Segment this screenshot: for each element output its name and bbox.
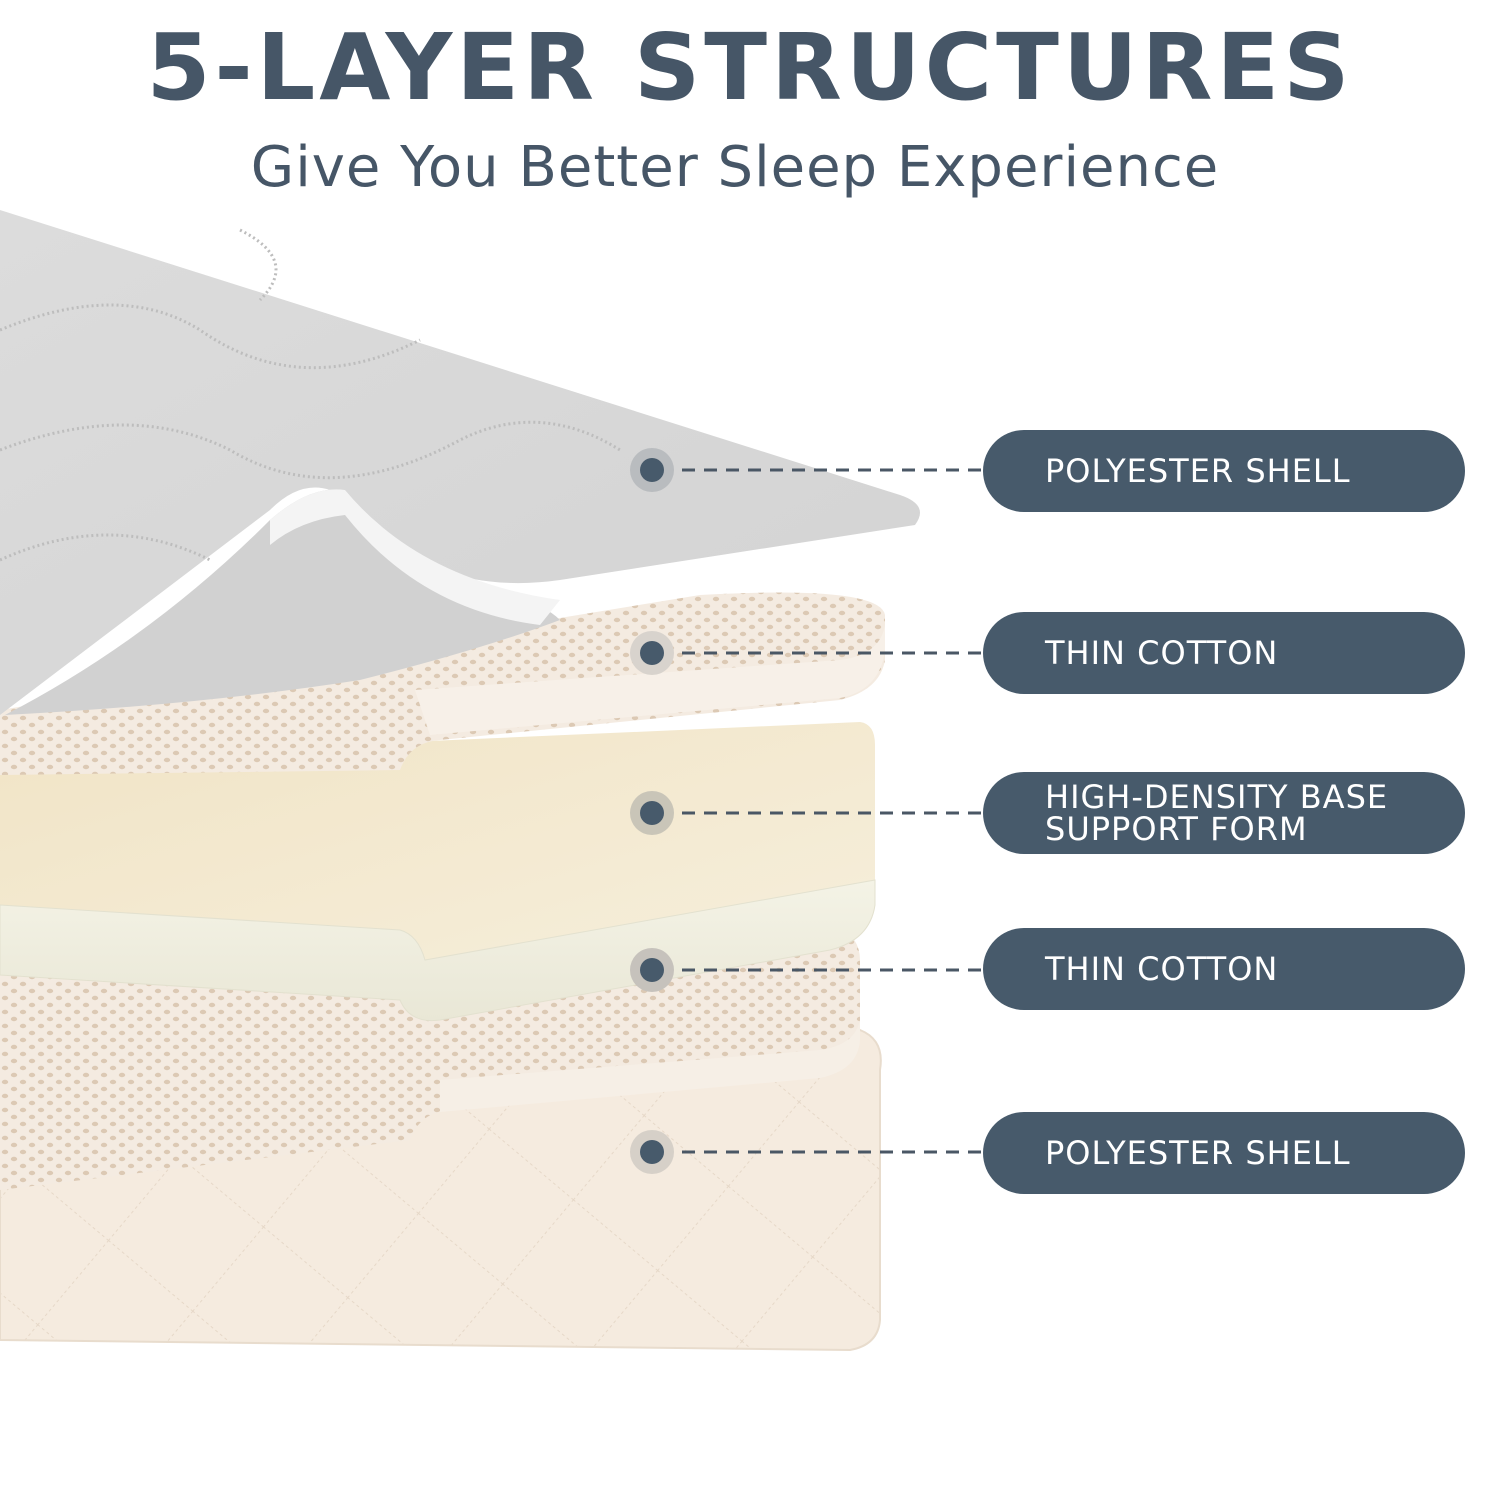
label-thin-cotton-upper: THIN COTTON: [983, 612, 1465, 694]
label-high-density-base: HIGH-DENSITY BASE SUPPORT FORM: [983, 772, 1465, 854]
marker-dots: [630, 448, 674, 1174]
marker-dot: [630, 948, 674, 992]
label-text: THIN COTTON: [1045, 634, 1279, 672]
marker-dot: [630, 1130, 674, 1174]
label-text-line2: SUPPORT FORM: [1045, 810, 1308, 848]
marker-dot: [630, 448, 674, 492]
layer-high-density-foam: [0, 722, 876, 1022]
label-text-line1: HIGH-DENSITY BASE: [1045, 778, 1389, 816]
label-thin-cotton-lower: THIN COTTON: [983, 928, 1465, 1010]
marker-dot: [630, 791, 674, 835]
page-subtitle: Give You Better Sleep Experience: [250, 135, 1220, 200]
marker-dot: [630, 631, 674, 675]
label-text: THIN COTTON: [1045, 950, 1279, 988]
label-text: POLYESTER SHELL: [1045, 1134, 1351, 1172]
label-text: POLYESTER SHELL: [1045, 452, 1351, 490]
page-title: 5-LAYER STRUCTURES: [146, 14, 1354, 121]
layer-top-polyester-shell: [0, 210, 920, 715]
label-polyester-shell-top: POLYESTER SHELL: [983, 430, 1465, 512]
label-polyester-shell-bottom: POLYESTER SHELL: [983, 1112, 1465, 1194]
connector-lines: [660, 468, 985, 1154]
